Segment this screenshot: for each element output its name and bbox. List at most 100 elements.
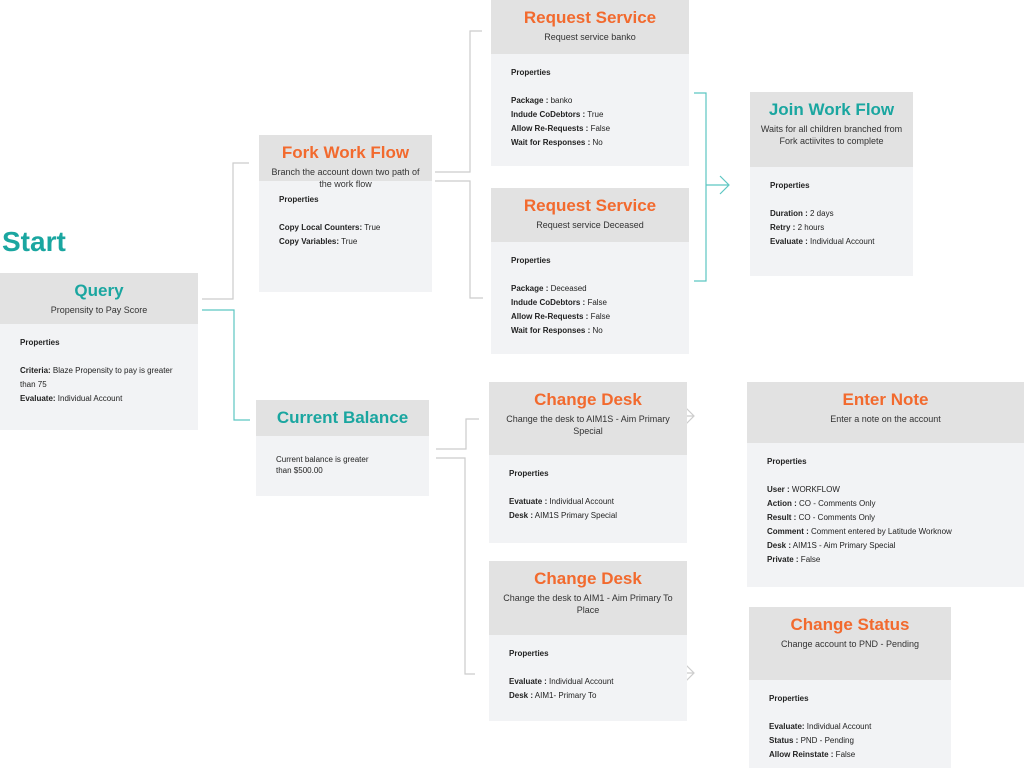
card-subtitle: Propensity to Pay Score	[50, 305, 148, 315]
property-key: Package :	[511, 284, 549, 293]
property-key: Action :	[767, 499, 797, 508]
connector-fork-request2	[435, 180, 483, 299]
property-value: False	[798, 555, 821, 564]
property-row: Evatuate : Individual Account	[509, 495, 667, 509]
connector-balance-desk2	[436, 457, 475, 675]
card-title: Enter Note	[842, 390, 929, 409]
property-value: False	[588, 124, 611, 133]
card-title: Query	[74, 281, 124, 300]
property-row: Desk : AIM1S - Aim Primary Special	[767, 539, 1004, 553]
property-key: Result :	[767, 513, 797, 522]
properties-label: Properties	[511, 68, 551, 77]
property-row: Duration : 2 days	[770, 207, 893, 221]
property-key: Criteria:	[20, 366, 51, 375]
property-value: No	[590, 326, 603, 335]
properties-label: Properties	[509, 469, 549, 478]
property-key: Comment :	[767, 527, 809, 536]
property-row: Evaluate : Individual Account	[509, 675, 667, 689]
property-row: Result : CO - Comments Only	[767, 511, 1004, 525]
card-subtitle: Change account to PND - Pending	[780, 639, 920, 649]
card-header: Current Balance	[256, 400, 429, 436]
property-key: Desk :	[767, 541, 792, 550]
property-value: Individual Account	[807, 237, 875, 246]
property-value: True	[585, 110, 604, 119]
property-value: 2 days	[807, 209, 834, 218]
card-subtitle: Enter a note on the account	[830, 414, 941, 424]
property-row: Allow Re-Requests : False	[511, 310, 669, 324]
card-title: Change Desk	[534, 569, 642, 588]
property-value: No	[590, 138, 603, 147]
card-title: Join Work Flow	[768, 100, 895, 119]
property-value: Individual Account	[547, 497, 614, 506]
card-description: Current balance is greater than $500.00	[276, 455, 369, 475]
card-title: Current Balance	[276, 408, 409, 427]
card-title: Request Service	[523, 8, 657, 27]
property-key: Copy Variables:	[279, 237, 340, 246]
properties-label: Properties	[509, 649, 549, 658]
property-row: Package : Deceased	[511, 282, 669, 296]
properties-label: Properties	[20, 338, 60, 347]
property-value: PND - Pending	[798, 736, 854, 745]
property-row: Retry : 2 hours	[770, 221, 893, 235]
card-subtitle: Change the desk to AIM1 - Aim Primary To…	[503, 593, 673, 615]
card-subtitle: Change the desk to AIM1S - Aim Primary S…	[506, 414, 670, 436]
property-value: banko	[548, 96, 573, 105]
property-key: Copy Local Counters:	[279, 223, 363, 232]
property-key: Evatuate :	[509, 497, 548, 506]
property-key: Retry :	[770, 223, 796, 232]
property-value: Comment entered by Latitude Worknow	[808, 527, 952, 536]
card-title: Change Desk	[534, 390, 642, 409]
start-label: Start	[2, 226, 66, 257]
property-row: Evaluate : Individual Account	[770, 235, 893, 249]
property-row: Package : banko	[511, 94, 669, 108]
property-value: WORKFLOW	[789, 485, 840, 494]
connector-query-balance	[202, 309, 250, 421]
connector-fork-request1	[435, 30, 482, 173]
properties-label: Properties	[770, 181, 810, 190]
property-row: Copy Variables: True	[279, 235, 412, 249]
property-row: Allow Reinstate : False	[769, 748, 931, 762]
property-row: Desk : AIM1S Primary Special	[509, 509, 667, 523]
property-key: Allow Re-Requests :	[511, 124, 589, 133]
property-value: AIM1S Primary Special	[533, 511, 618, 520]
connector-query-fork	[202, 162, 249, 300]
property-row: Wait for Responses : No	[511, 136, 669, 150]
property-key: Desk :	[509, 511, 534, 520]
property-row: Evaluate: Individual Account	[20, 392, 178, 406]
property-row: Status : PND - Pending	[769, 734, 931, 748]
property-value: 2 hours	[795, 223, 825, 232]
property-value: CO - Comments Only	[796, 513, 876, 522]
property-key: Evaluate :	[770, 237, 808, 246]
property-key: User :	[767, 485, 790, 494]
card-subtitle: Request service Deceased	[536, 220, 644, 230]
property-key: Wait for Responses :	[511, 138, 591, 147]
property-value: False	[833, 750, 856, 759]
property-value: AIM1- Primary To	[533, 691, 597, 700]
property-key: Indude CoDebtors :	[511, 298, 586, 307]
card-title: Request Service	[523, 196, 657, 215]
card-subtitle: Request service banko	[544, 32, 636, 42]
property-value: False	[585, 298, 608, 307]
card-title: Fork Work Flow	[281, 143, 410, 162]
property-key: Evaluate :	[509, 677, 547, 686]
